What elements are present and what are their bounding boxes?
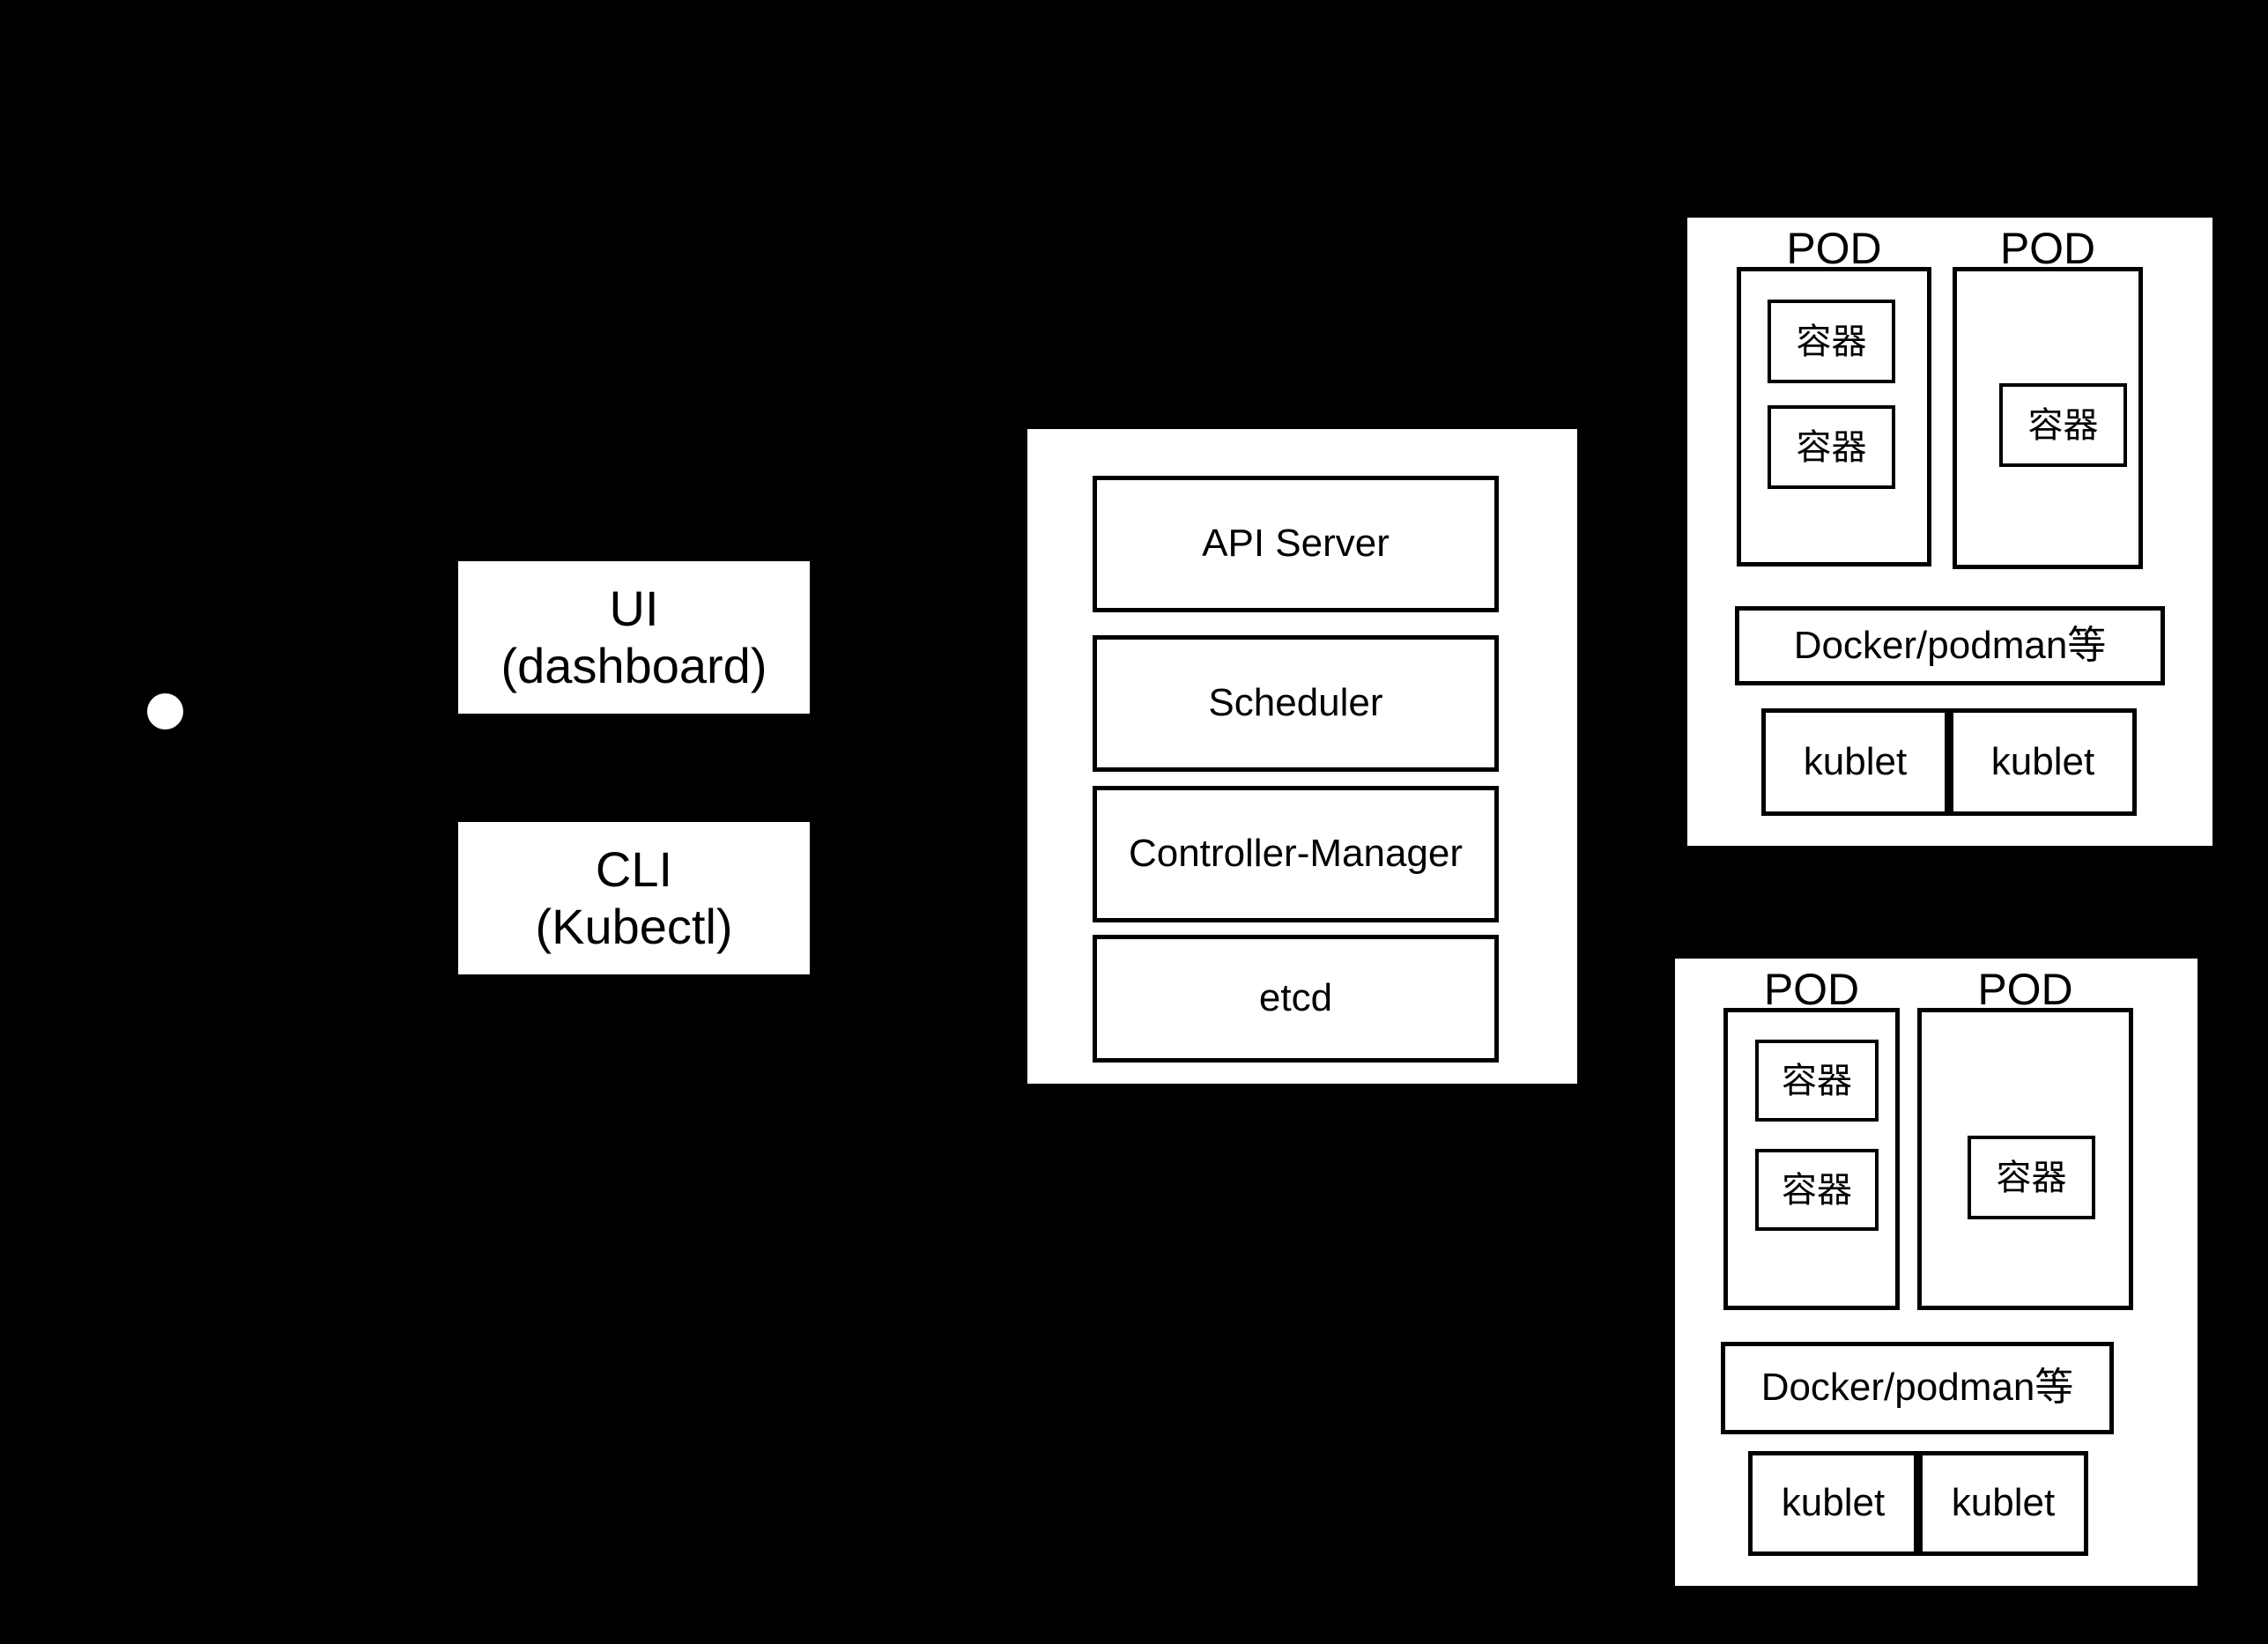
pod-title-top-2: POD [1999,224,2096,273]
container-runtime-box-bottom[interactable]: Docker/podman等 [1721,1342,2114,1434]
kublet-box[interactable]: kublet [1918,1451,2088,1556]
pod-box-bottom-1[interactable]: 容器 容器 [1723,1008,1900,1310]
container-box[interactable]: 容器 [1755,1149,1879,1231]
container-runtime-box-top[interactable]: Docker/podman等 [1735,606,2165,685]
control-plane-component-api-server[interactable]: API Server [1093,476,1499,612]
control-plane-component-etcd[interactable]: etcd [1093,935,1499,1063]
pod-box-top-1[interactable]: 容器 容器 [1737,267,1931,567]
worker-node-top: POD 容器 容器 POD 容器 Docker/podman等 kublet k… [1687,218,2212,846]
control-plane-component-controller-manager[interactable]: Controller-Manager [1093,786,1499,922]
control-plane-component-scheduler[interactable]: Scheduler [1093,635,1499,772]
kublet-box[interactable]: kublet [1748,1451,1918,1556]
container-box[interactable]: 容器 [1768,300,1895,383]
control-plane-box: API Server Scheduler Controller-Manager … [1027,429,1577,1084]
pod-title-bottom-1: POD [1763,965,1860,1014]
user-node-dot [147,693,183,729]
cli-kubectl-box[interactable]: CLI (Kubectl) [458,822,810,974]
kublet-box[interactable]: kublet [1761,708,1949,816]
kublet-box[interactable]: kublet [1949,708,2137,816]
worker-node-bottom: POD 容器 容器 POD 容器 Docker/podman等 kublet k… [1675,959,2198,1586]
pod-box-bottom-2[interactable]: 容器 [1917,1008,2133,1310]
container-box[interactable]: 容器 [1968,1136,2095,1219]
pod-title-bottom-2: POD [1977,965,2073,1014]
pod-box-top-2[interactable]: 容器 [1953,267,2143,569]
container-box[interactable]: 容器 [1755,1040,1879,1122]
container-box[interactable]: 容器 [1999,383,2127,467]
pod-title-top-1: POD [1786,224,1882,273]
container-box[interactable]: 容器 [1768,405,1895,489]
ui-dashboard-box[interactable]: UI (dashboard) [458,561,810,714]
